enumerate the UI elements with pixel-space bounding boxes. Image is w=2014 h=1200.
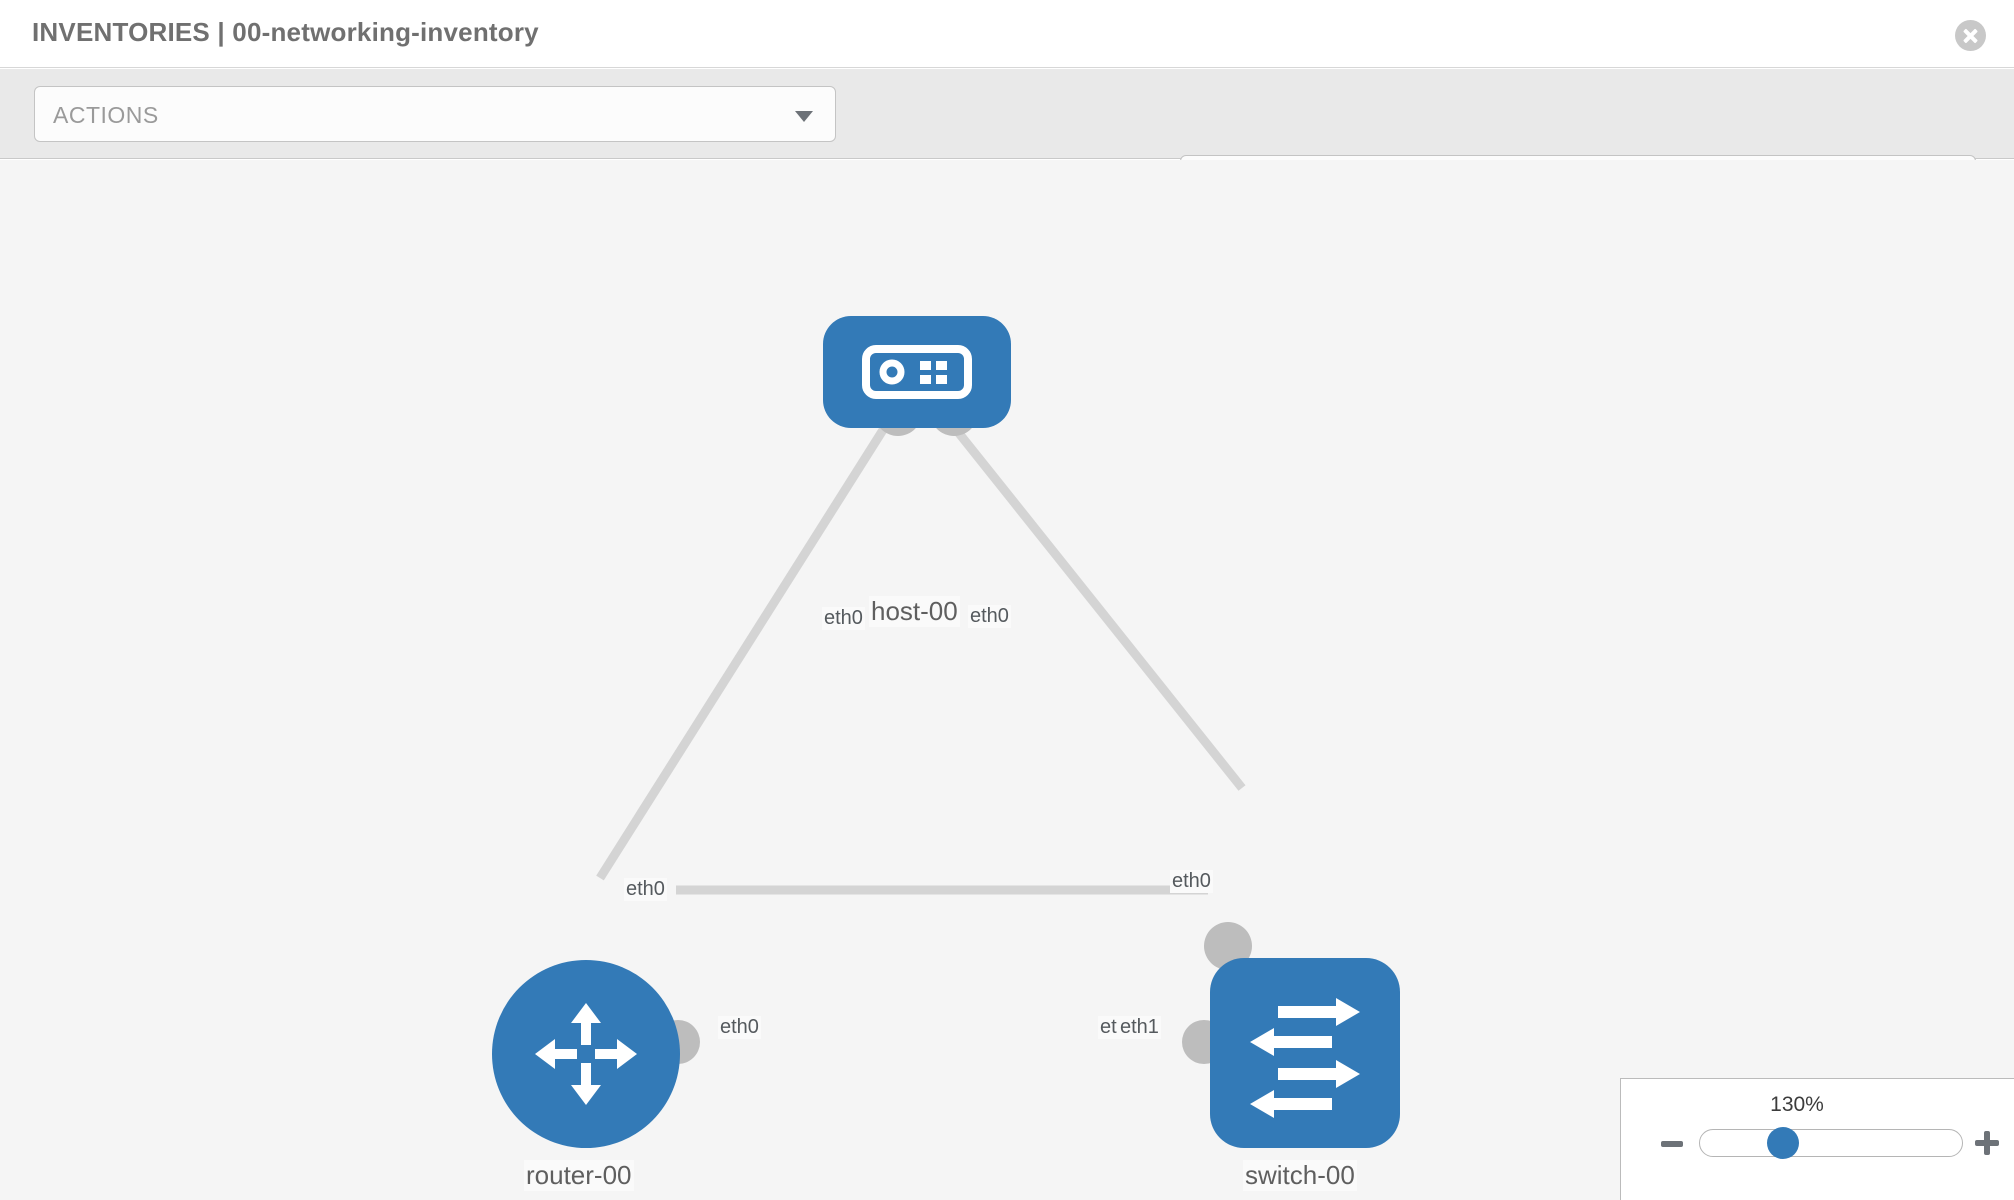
edge-label-switch-up: eth0 — [1170, 870, 1213, 893]
window-header: INVENTORIES | 00-networking-inventory — [0, 0, 2014, 68]
router-00-shape[interactable] — [492, 960, 680, 1148]
switch-arrows-icon — [1250, 998, 1360, 1118]
page-title: INVENTORIES | 00-networking-inventory — [32, 17, 539, 47]
zoom-control-panel: 130% — [1620, 1078, 2014, 1200]
host-00-shape[interactable] — [823, 316, 1011, 428]
topology-canvas[interactable]: eth0 host-00 eth0 eth0 eth0 router-00 — [0, 160, 2014, 1200]
toolbar: ACTIONS SEARCH — [0, 69, 2014, 211]
close-icon[interactable] — [1955, 20, 1986, 51]
edge-label-host-right: eth0 — [968, 605, 1011, 628]
edge-label-router-right: eth0 — [718, 1016, 761, 1039]
host-00-label: host-00 — [869, 596, 960, 627]
switch-00-shape[interactable] — [1210, 958, 1400, 1148]
zoom-in-button[interactable] — [1975, 1131, 1999, 1155]
server-icon — [862, 345, 972, 399]
zoom-level-value: 130% — [1770, 1093, 1824, 1116]
edge-label-switch-left-b: eth1 — [1118, 1016, 1161, 1039]
router-00-label: router-00 — [524, 1160, 634, 1191]
edge-label-router-up: eth0 — [624, 878, 667, 901]
topology-links — [596, 419, 1246, 895]
chevron-down-icon — [795, 111, 813, 122]
edge-label-host-left: eth0 — [822, 607, 865, 630]
zoom-slider-track[interactable] — [1699, 1129, 1963, 1157]
actions-dropdown-label: ACTIONS — [53, 102, 159, 128]
actions-dropdown[interactable]: ACTIONS — [34, 86, 836, 142]
switch-00-label: switch-00 — [1243, 1160, 1357, 1191]
router-arrows-icon — [535, 1003, 637, 1105]
zoom-out-button[interactable] — [1661, 1141, 1683, 1147]
zoom-slider-thumb[interactable] — [1767, 1127, 1799, 1159]
